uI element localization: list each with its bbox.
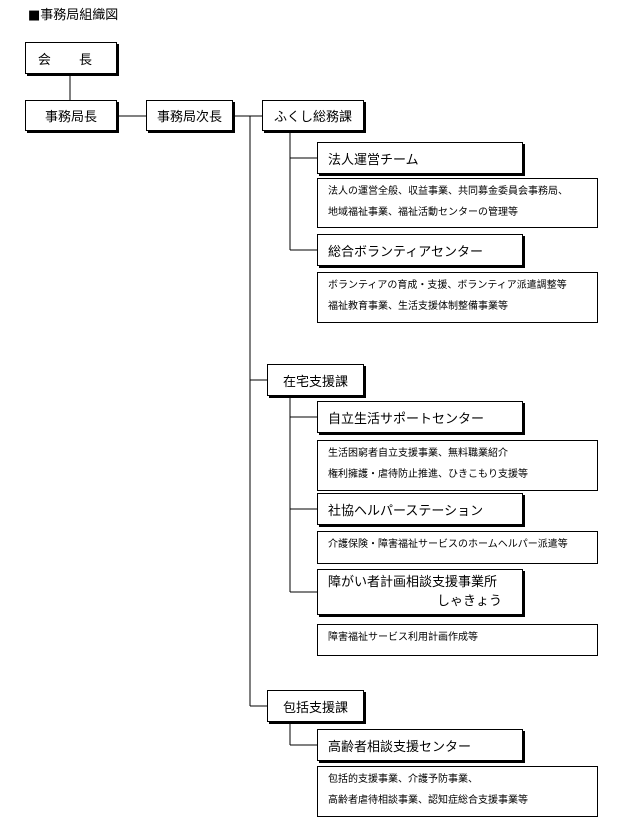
desc-line: 包括的支援事業、介護予防事業、 <box>328 774 478 785</box>
desc-line: 権利擁護・虐待防止推進、ひきこもり支援等 <box>328 469 528 480</box>
node-jimukyokujicho: 事務局次長 <box>146 100 233 131</box>
node-helper-station: 社協ヘルパーステーション <box>317 493 523 525</box>
desc-jiritsu-center: 生活困窮者自立支援事業、無料職業紹介 権利擁護・虐待防止推進、ひきこもり支援等 <box>317 440 598 491</box>
page-title: ■事務局組織図 <box>28 8 119 23</box>
node-jimukyokucho: 事務局長 <box>25 100 117 131</box>
desc-line: 福祉教育事業、生活支援体制整備事業等 <box>328 301 508 312</box>
node-jiritsu-center: 自立生活サポートセンター <box>317 401 523 433</box>
node-jiritsu-center-label: 自立生活サポートセンター <box>328 411 485 427</box>
desc-line: 高齢者虐待相談事業、認知症総合支援事業等 <box>328 795 528 806</box>
node-zaitaku-ka: 在宅支援課 <box>267 364 364 396</box>
node-jimukyokujicho-label: 事務局次長 <box>156 110 222 125</box>
node-jimukyokucho-label: 事務局長 <box>44 110 97 125</box>
node-hokatsu-ka: 包括支援課 <box>267 690 364 722</box>
desc-shogai-office: 障害福祉サービス利用計画作成等 <box>317 624 598 656</box>
node-hokatsu-ka-label: 包括支援課 <box>282 700 348 716</box>
node-shogai-office-label: 障がい者計画相談支援事業所 <box>328 575 498 590</box>
node-hojin-team-label: 法人運営チーム <box>328 152 419 168</box>
node-fukushi-somuka: ふくし総務課 <box>262 100 364 131</box>
desc-line: 生活困窮者自立支援事業、無料職業紹介 <box>328 448 508 459</box>
node-hojin-team: 法人運営チーム <box>317 142 523 174</box>
desc-hojin-team: 法人の運営全般、収益事業、共同募金委員会事務局、 地域福祉事業、福祉活動センター… <box>317 178 598 228</box>
node-shogai-office: 障がい者計画相談支援事業所 しゃきょう <box>317 569 523 615</box>
node-kaicho: 会 長 <box>25 42 117 74</box>
desc-line: ボランティアの育成・支援、ボランティア派遣調整等 <box>328 280 567 291</box>
desc-line: 障害福祉サービス利用計画作成等 <box>328 632 478 643</box>
desc-volunteer-center: ボランティアの育成・支援、ボランティア派遣調整等 福祉教育事業、生活支援体制整備… <box>317 272 598 323</box>
node-kaicho-label: 会 長 <box>37 52 105 68</box>
desc-helper-station: 介護保険・障害福祉サービスのホームヘルパー派遣等 <box>317 531 598 564</box>
desc-line: 法人の運営全般、収益事業、共同募金委員会事務局、 <box>328 186 568 197</box>
node-shogai-office-sublabel: しゃきょう <box>436 594 502 609</box>
node-zaitaku-ka-label: 在宅支援課 <box>282 374 348 390</box>
desc-line: 介護保険・障害福祉サービスのホームヘルパー派遣等 <box>328 539 568 550</box>
node-volunteer-center-label: 総合ボランティアセンター <box>328 244 483 260</box>
node-korei-center: 高齢者相談支援センター <box>317 729 523 761</box>
node-fukushi-somuka-label: ふくし総務課 <box>273 110 352 125</box>
node-helper-station-label: 社協ヘルパーステーション <box>328 503 484 519</box>
node-volunteer-center: 総合ボランティアセンター <box>317 234 523 266</box>
desc-korei-center: 包括的支援事業、介護予防事業、 高齢者虐待相談事業、認知症総合支援事業等 <box>317 766 598 817</box>
desc-line: 地域福祉事業、福祉活動センターの管理等 <box>328 207 518 218</box>
node-korei-center-label: 高齢者相談支援センター <box>328 739 472 755</box>
